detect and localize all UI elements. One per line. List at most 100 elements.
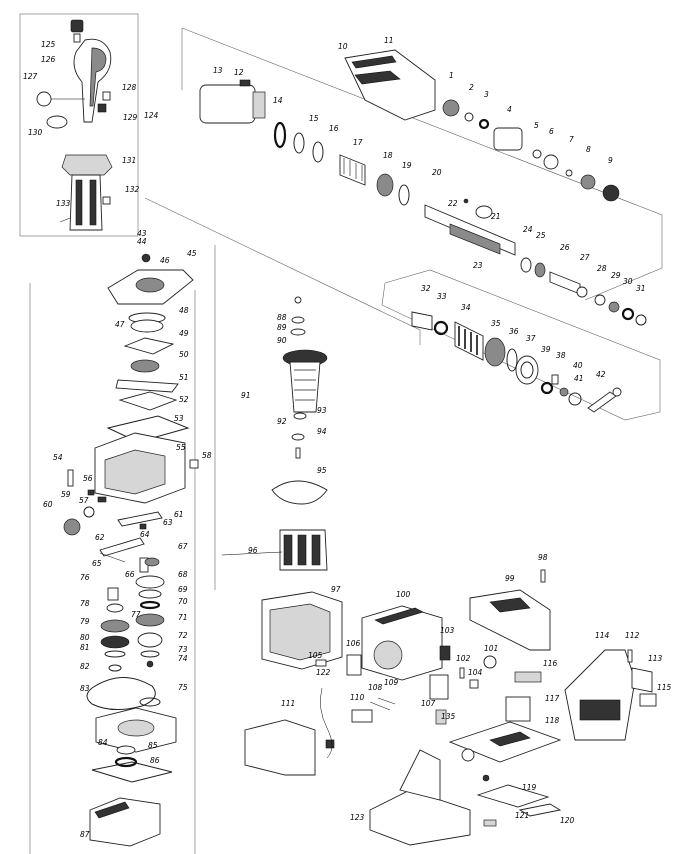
part-86-oring bbox=[114, 756, 138, 768]
part-92 bbox=[293, 412, 307, 420]
part-93 bbox=[291, 433, 305, 441]
part-56 bbox=[87, 489, 95, 496]
part-117 bbox=[505, 696, 531, 722]
part-67 bbox=[144, 557, 160, 567]
part-label-124: 124 bbox=[144, 111, 159, 120]
part-label-100: 100 bbox=[396, 590, 411, 599]
part-label-129: 129 bbox=[123, 113, 138, 122]
part-127-knob bbox=[36, 91, 52, 107]
part-label-84: 84 bbox=[98, 738, 108, 747]
part-label-50: 50 bbox=[179, 350, 189, 359]
part-label-18: 18 bbox=[383, 151, 393, 160]
part-label-66: 66 bbox=[125, 570, 135, 579]
part-96-poles bbox=[283, 534, 321, 566]
part-35-gear bbox=[484, 337, 506, 367]
part-label-54: 54 bbox=[53, 453, 63, 462]
part-125 bbox=[70, 19, 84, 33]
part-label-85: 85 bbox=[148, 741, 158, 750]
part-label-47: 47 bbox=[115, 320, 125, 329]
part-109 bbox=[377, 697, 396, 705]
part-label-10: 10 bbox=[338, 42, 348, 51]
barrel-frame bbox=[181, 27, 663, 301]
part-label-88: 88 bbox=[277, 313, 287, 322]
part-label-93: 93 bbox=[317, 406, 327, 415]
part-label-104: 104 bbox=[468, 668, 483, 677]
part-86-gasket bbox=[91, 761, 173, 783]
part-37-inner bbox=[520, 361, 534, 379]
part-label-17: 17 bbox=[353, 138, 363, 147]
part-113 bbox=[631, 667, 653, 693]
part-104 bbox=[469, 679, 479, 689]
part-34-coils bbox=[458, 326, 478, 355]
part-46 bbox=[135, 277, 165, 293]
part-99-housing-half bbox=[469, 589, 551, 651]
part-64 bbox=[99, 537, 145, 557]
part-135 bbox=[435, 709, 447, 725]
part-98 bbox=[540, 569, 546, 583]
part-89 bbox=[290, 328, 306, 336]
part-12 bbox=[239, 79, 251, 87]
part-label-19: 19 bbox=[402, 161, 412, 170]
part-label-109: 109 bbox=[384, 678, 399, 687]
part-label-81: 81 bbox=[80, 643, 90, 652]
part-128 bbox=[102, 91, 111, 101]
part-133 bbox=[59, 217, 71, 223]
part-118-motor bbox=[461, 748, 475, 762]
part-26 bbox=[549, 271, 581, 295]
part-label-89: 89 bbox=[277, 323, 287, 332]
part-25 bbox=[534, 262, 546, 278]
part-label-43: 43 bbox=[137, 229, 147, 238]
part-131-grip-ribs bbox=[75, 179, 97, 226]
part-label-29: 29 bbox=[611, 271, 621, 280]
part-79 bbox=[100, 619, 130, 633]
part-label-105: 105 bbox=[308, 651, 323, 660]
part-label-122: 122 bbox=[316, 668, 331, 677]
part-label-37: 37 bbox=[526, 334, 536, 343]
barrel-assembly bbox=[199, 49, 647, 326]
part-label-20: 20 bbox=[432, 168, 442, 177]
part-label-58: 58 bbox=[202, 451, 212, 460]
part-131-top bbox=[61, 154, 113, 176]
part-label-90: 90 bbox=[277, 336, 287, 345]
part-81 bbox=[104, 650, 126, 658]
part-label-45: 45 bbox=[187, 249, 197, 258]
part-22 bbox=[463, 198, 469, 204]
part-122-contact bbox=[325, 739, 335, 749]
part-78 bbox=[106, 603, 124, 613]
part-label-1: 1 bbox=[449, 71, 454, 80]
part-11-ribs bbox=[351, 55, 401, 85]
part-label-86: 86 bbox=[150, 756, 160, 765]
part-label-117: 117 bbox=[545, 694, 560, 703]
part-label-62: 62 bbox=[95, 533, 105, 542]
part-label-111: 111 bbox=[281, 699, 295, 708]
part-116 bbox=[514, 671, 542, 683]
part-label-32: 32 bbox=[421, 284, 431, 293]
part-107 bbox=[429, 674, 449, 700]
part-label-13: 13 bbox=[213, 66, 223, 75]
part-23-sleeve bbox=[449, 223, 501, 255]
part-42-end bbox=[612, 387, 622, 397]
part-71 bbox=[135, 613, 165, 627]
part-label-34: 34 bbox=[461, 303, 471, 312]
part-68 bbox=[135, 575, 165, 589]
part-97-inner bbox=[269, 603, 331, 661]
part-label-92: 92 bbox=[277, 417, 287, 426]
part-label-28: 28 bbox=[597, 264, 607, 273]
part-29 bbox=[608, 301, 620, 313]
part-label-27: 27 bbox=[580, 253, 590, 262]
part-label-57: 57 bbox=[79, 496, 89, 505]
part-122-wire bbox=[320, 687, 333, 759]
part-label-33: 33 bbox=[437, 292, 447, 301]
part-label-74: 74 bbox=[178, 654, 188, 663]
part-58 bbox=[189, 459, 199, 469]
part-5 bbox=[532, 149, 542, 159]
part-7-ball bbox=[565, 169, 573, 177]
part-label-128: 128 bbox=[122, 83, 137, 92]
part-label-125: 125 bbox=[41, 40, 56, 49]
part-3 bbox=[478, 118, 490, 130]
part-106 bbox=[346, 654, 362, 676]
group-frames bbox=[19, 13, 663, 854]
part-label-116: 116 bbox=[543, 659, 558, 668]
part-124-detail bbox=[89, 47, 107, 107]
